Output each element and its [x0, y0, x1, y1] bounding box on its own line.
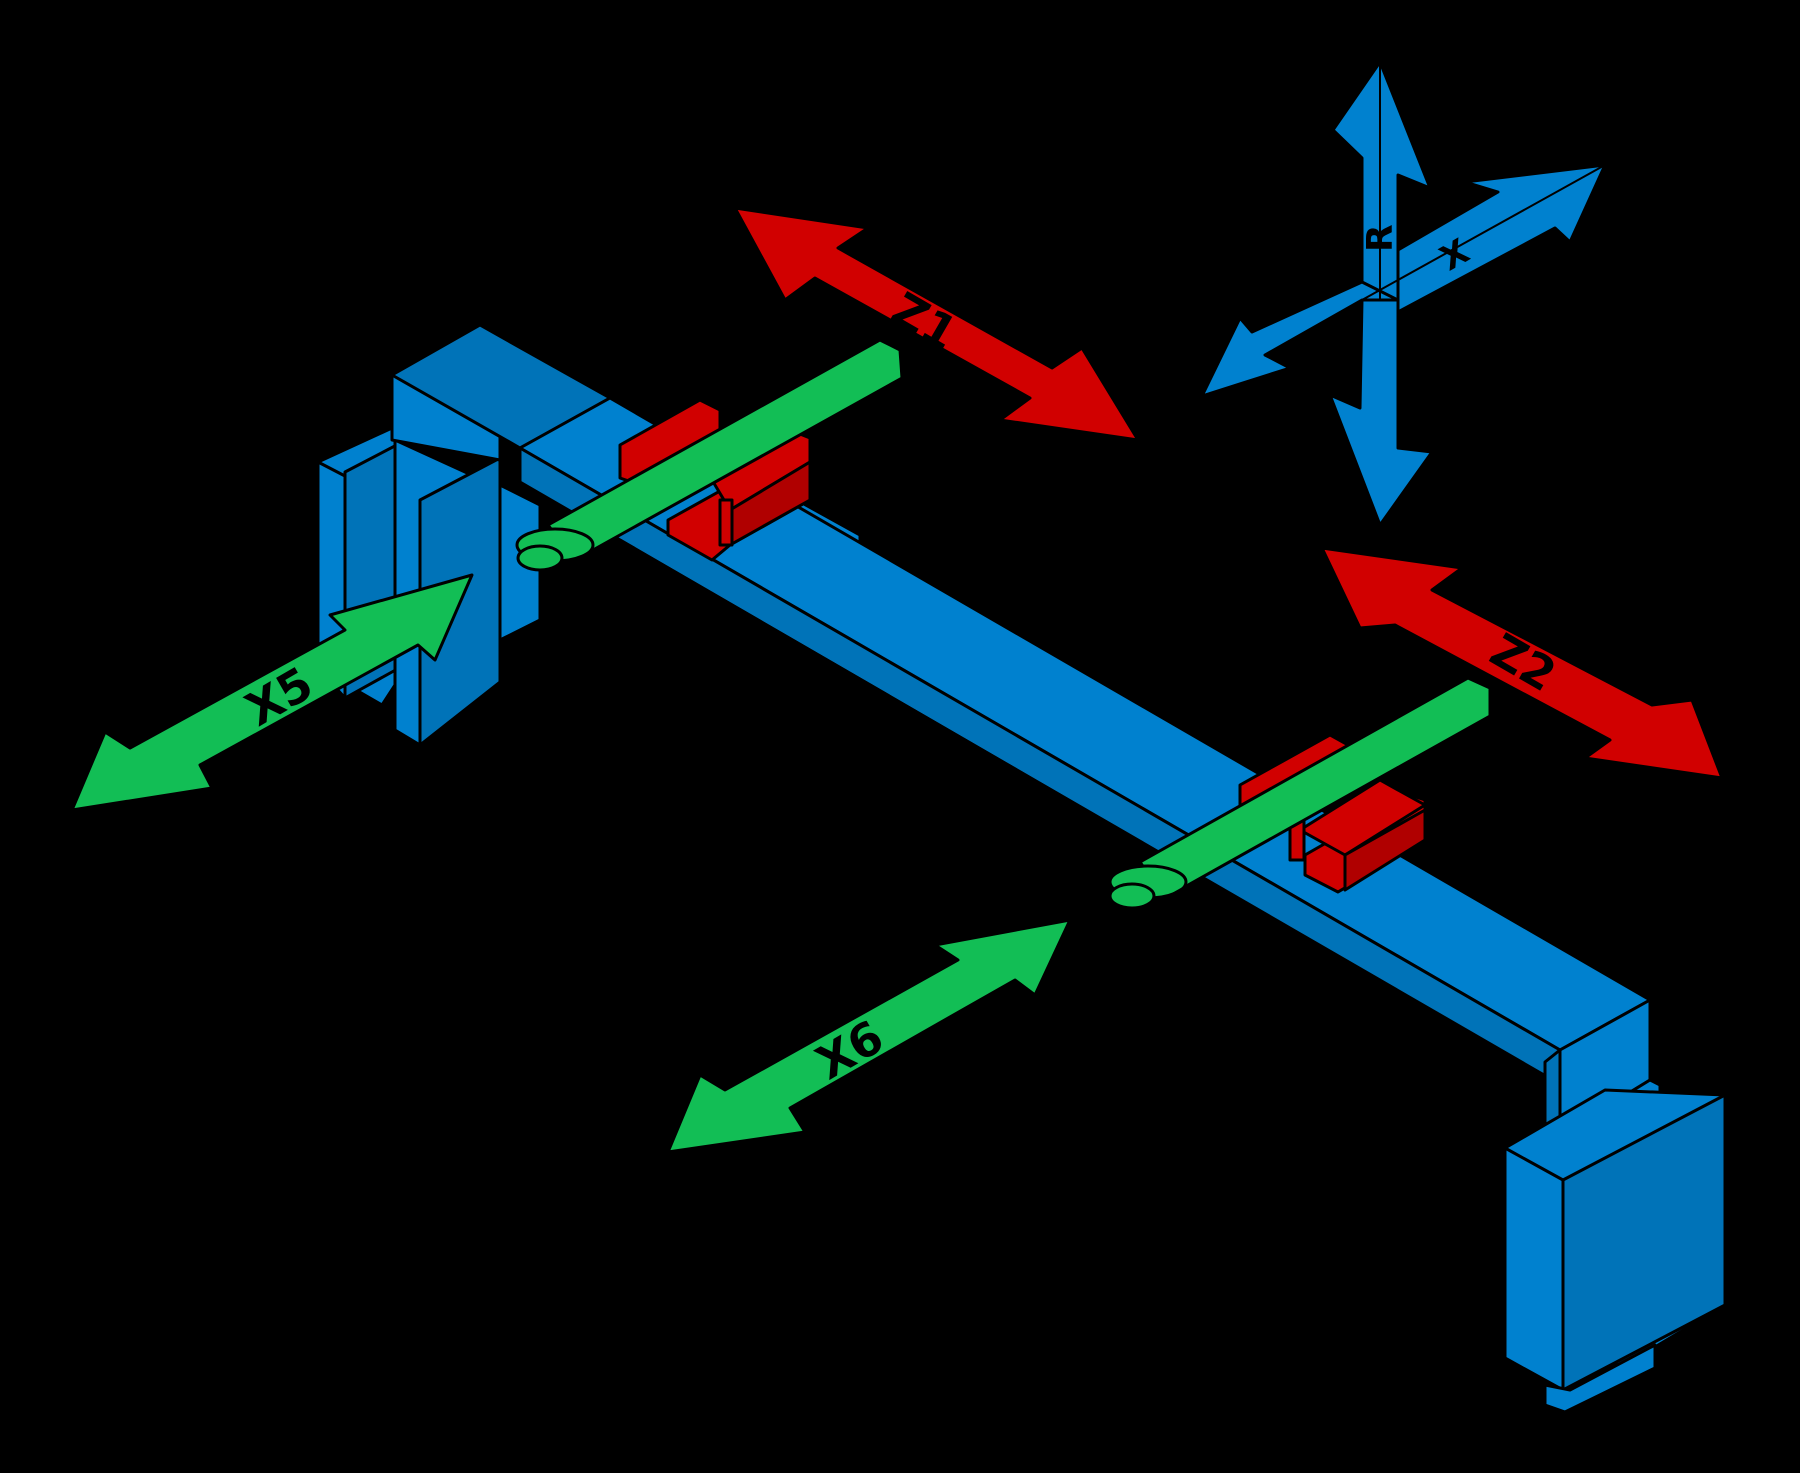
x-left-arrow — [1200, 280, 1400, 398]
r-down-arrow — [1328, 298, 1434, 527]
x5-arrow-shape — [70, 573, 474, 812]
x6-double-arrow-icon: X6 — [666, 918, 1072, 1154]
z1-arrow-shape — [733, 206, 1140, 442]
axis-cross-icon: R X — [1200, 60, 1607, 527]
r-axis-label: R — [1360, 224, 1401, 252]
right-finger-assembly — [1108, 676, 1492, 910]
right-column — [1503, 998, 1727, 1414]
left-finger-assembly — [515, 338, 904, 572]
z2-arrow-shape — [1320, 546, 1724, 780]
x6-arrow-shape — [666, 918, 1072, 1154]
